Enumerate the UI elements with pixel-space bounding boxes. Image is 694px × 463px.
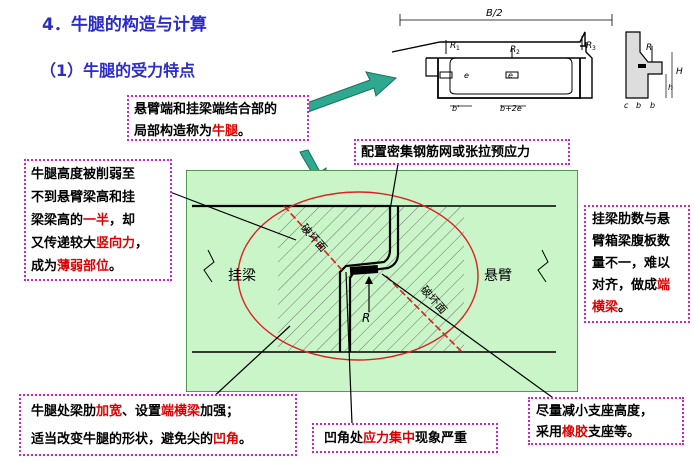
callout-ribs: 挂梁肋数与悬 臂箱梁腹板数 量不一，难以 对齐，做成端 横梁。	[584, 205, 690, 323]
reaction-label: R	[362, 311, 370, 325]
svg-text:R: R	[646, 43, 652, 53]
svg-text:b: b	[636, 101, 641, 110]
svg-text:e: e	[508, 71, 513, 80]
callout-weakness: 牛腿高度被削弱至 不到悬臂梁高和挂 梁梁高的一半，却 又传递较大竖向力， 成为薄…	[24, 159, 172, 281]
corbel-main-diagram: R 破坏面 破坏面 挂梁 悬臂	[186, 170, 578, 392]
svg-text:R: R	[586, 41, 592, 51]
svg-text:b: b	[650, 101, 655, 110]
callout-reinforcement: 配置密集钢筋网或张拉预应力	[354, 139, 570, 165]
arrow-to-sketch-icon	[303, 71, 398, 113]
svg-text:3: 3	[592, 45, 596, 52]
svg-text:b+2e: b+2e	[500, 104, 522, 112]
section-title: 4．牛腿的构造与计算	[42, 15, 207, 35]
callout-definition: 悬臂端和挂梁端结合部的 局部构造称为牛腿。	[127, 95, 309, 141]
subsection-title: （1）牛腿的受力特点	[40, 61, 196, 80]
suspended-beam-label: 挂梁	[228, 268, 256, 284]
callout-bearing: 尽量减小支座高度， 采用橡胶支座等。	[528, 397, 684, 445]
callout-stress: 凹角处应力集中现象严重	[312, 423, 498, 453]
svg-text:H: H	[676, 67, 683, 77]
svg-text:R: R	[450, 41, 456, 51]
svg-text:e: e	[464, 71, 469, 80]
svg-text:c: c	[624, 101, 629, 110]
callout-measures: 牛腿处梁肋加宽、设置端横梁加强； 适当改变牛腿的形状，避免尖的凹角。	[19, 394, 297, 456]
svg-text:R: R	[510, 45, 516, 55]
bridge-elevation-sketch: B/2 R 1 R 2 R 3 e e b' b+2e R H h c b b	[391, 8, 683, 112]
cantilever-label: 悬臂	[484, 268, 512, 284]
svg-text:1: 1	[456, 45, 460, 52]
svg-text:h: h	[668, 83, 673, 92]
span-label: B/2	[486, 8, 503, 19]
svg-text:b': b'	[452, 104, 459, 112]
svg-text:2: 2	[516, 49, 520, 56]
